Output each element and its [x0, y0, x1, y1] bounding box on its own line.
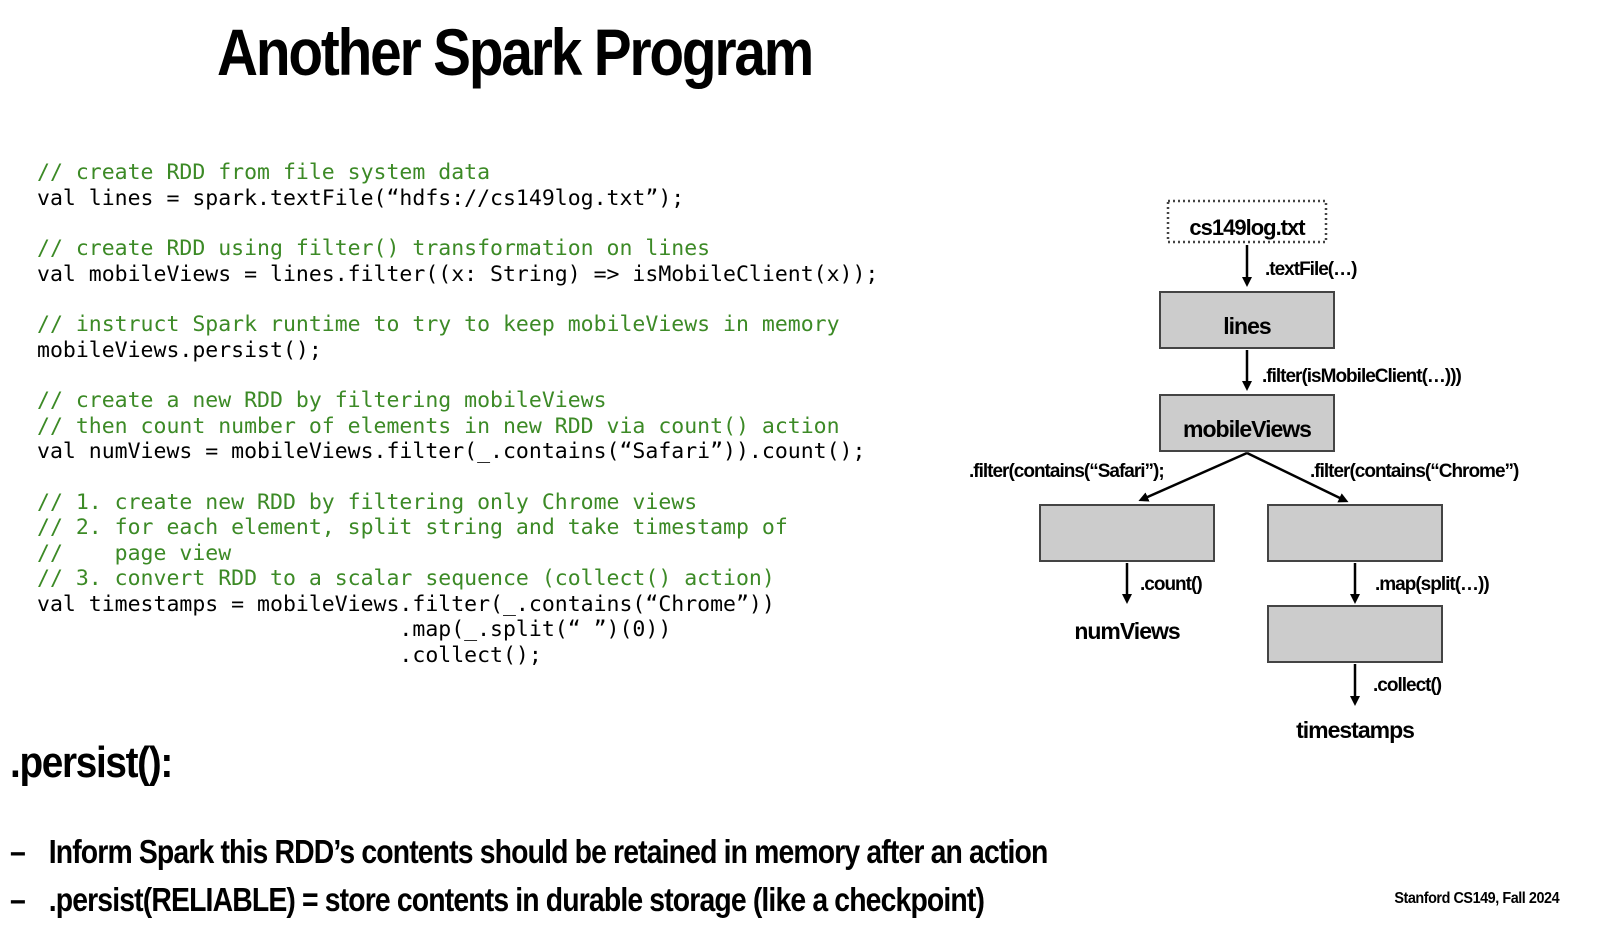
timestamps-result-label: timestamps: [1296, 717, 1414, 743]
code-statement-line: .collect();: [37, 642, 542, 668]
code-comment-line: // create a new RDD by filtering mobileV…: [37, 388, 607, 413]
course-footer: Stanford CS149, Fall 2024: [1394, 890, 1559, 907]
code-statement-line: val mobileViews = lines.filter((x: Strin…: [37, 261, 879, 287]
code-statement-line: val lines = spark.textFile(“hdfs://cs149…: [37, 185, 685, 211]
code-comment-line: // create RDD using filter() transformat…: [37, 236, 711, 261]
persist-bullet-2: –.persist(RELIABLE) = store contents in …: [10, 881, 985, 919]
map-rdd-node: [1267, 605, 1443, 663]
code-statement-line: mobileViews.persist();: [37, 337, 322, 363]
code-comment-line: // create RDD from file system data: [37, 160, 491, 185]
code-comment-line: // page view: [37, 540, 232, 566]
slide-title: Another Spark Program: [217, 15, 814, 89]
safari-rdd-node: [1039, 504, 1215, 562]
code-statement-line: val timestamps = mobileViews.filter(_.co…: [37, 591, 775, 617]
arrow-filter-chrome: [1246, 451, 1349, 503]
lines-node-label: lines: [1223, 313, 1271, 339]
edge-filter-chrome-label: .filter(contains(“Chrome”): [1310, 461, 1519, 482]
bullet-text: Inform Spark this RDD’s contents should …: [48, 833, 1049, 870]
code-statement-line: val numViews = mobileViews.filter(_.cont…: [37, 439, 866, 464]
code-comment-line: // 1. create new RDD by filtering only C…: [37, 489, 698, 515]
persist-heading: .persist():: [10, 738, 173, 787]
edge-textfile-label: .textFile(…): [1265, 259, 1357, 280]
code-comment-line: // 2. for each element, split string and…: [37, 515, 788, 540]
bullet-dash: –: [10, 833, 26, 870]
code-statement-line: .map(_.split(“ ”)(0)): [37, 617, 672, 642]
code-comment-line: // 3. convert RDD to a scalar sequence (…: [37, 566, 775, 591]
lines-node: [1159, 291, 1335, 349]
numviews-result-label: numViews: [1074, 618, 1180, 644]
edge-collect-label: .collect(): [1373, 675, 1442, 696]
arrow-filter-safari: [1138, 451, 1248, 502]
persist-bullet-1: –Inform Spark this RDD’s contents should…: [10, 833, 1049, 871]
code-comment-line: // instruct Spark runtime to try to keep…: [37, 312, 840, 337]
edge-map-label: .map(split(…)): [1375, 574, 1489, 595]
bullet-text: .persist(RELIABLE) = store contents in d…: [48, 881, 985, 918]
mobileviews-node: [1159, 394, 1335, 452]
code-comment-line: // then count number of elements in new …: [37, 413, 840, 439]
mobileviews-node-label: mobileViews: [1183, 416, 1311, 442]
file-node-label: cs149log.txt: [1189, 215, 1306, 240]
edge-count-label: .count(): [1140, 574, 1202, 595]
file-node: [1166, 199, 1328, 244]
chrome-rdd-node: [1267, 504, 1443, 562]
edge-filter-safari-label: .filter(contains(“Safari”);: [969, 461, 1164, 482]
edge-filter-mobile-label: .filter(isMobileClient(…))): [1262, 366, 1462, 387]
bullet-dash: –: [10, 881, 26, 918]
